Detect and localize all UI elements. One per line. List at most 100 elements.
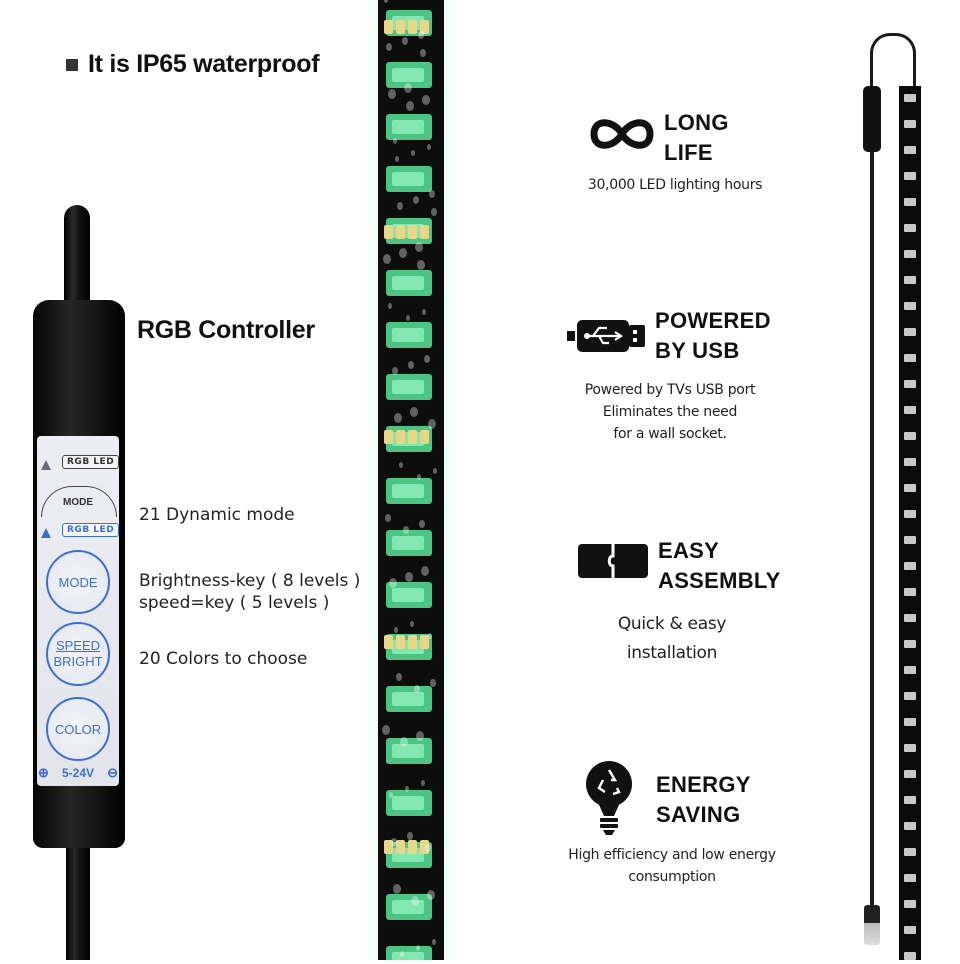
- energy-saving-desc: High efficiency and low energy consumpti…: [568, 847, 776, 885]
- strip-detail: [392, 484, 424, 498]
- strip-detail: [386, 43, 392, 51]
- strip-detail: [396, 20, 405, 34]
- strip-detail: [421, 566, 429, 576]
- right-strip-led: [904, 224, 916, 232]
- strip-detail: [396, 673, 402, 681]
- strip-detail: [392, 120, 424, 134]
- strip-detail: [424, 355, 430, 363]
- warning-triangle-blue-icon: [40, 524, 52, 543]
- easy-assembly-title: EASY ASSEMBLY: [658, 536, 781, 596]
- strip-detail: [392, 692, 424, 706]
- strip-detail: [396, 840, 405, 854]
- strip-detail: [384, 430, 393, 444]
- strip-detail: [396, 225, 405, 239]
- speed-bright-button[interactable]: SPEED BRIGHT: [46, 622, 110, 686]
- strip-detail: [406, 315, 410, 321]
- strip-detail: [392, 744, 424, 758]
- mode-key-label: MODE: [63, 497, 93, 508]
- strip-detail: [392, 536, 424, 550]
- right-strip-led: [904, 328, 916, 336]
- strip-detail: [393, 138, 397, 144]
- waterproof-headline: It is IP65 waterproof: [66, 50, 320, 79]
- strip-detail: [394, 413, 402, 423]
- strip-detail: [392, 952, 424, 964]
- strip-detail: [416, 731, 424, 741]
- controller-cable-bottom: [66, 845, 90, 960]
- strip-detail: [425, 844, 431, 852]
- strip-detail: [420, 840, 429, 854]
- feature-dynamic-mode: 21 Dynamic mode: [139, 505, 295, 525]
- strip-detail: [392, 367, 398, 375]
- tag-rgb-led-mid: RGB LED: [62, 523, 120, 537]
- warning-triangle-icon: [40, 456, 52, 475]
- right-strip-led: [904, 172, 916, 180]
- strip-detail: [418, 31, 424, 39]
- right-strip-led: [904, 848, 916, 856]
- strip-detail: [433, 468, 437, 474]
- right-strip-led: [904, 120, 916, 128]
- strip-detail: [420, 49, 426, 57]
- right-strip-led: [904, 718, 916, 726]
- strip-detail: [402, 37, 408, 45]
- right-strip-led: [904, 406, 916, 414]
- plus-circle-icon: ⊕: [38, 765, 49, 780]
- strip-detail: [392, 328, 424, 342]
- feature-speed-key: speed=key ( 5 levels ): [139, 593, 330, 613]
- right-strip-led: [904, 302, 916, 310]
- strip-detail: [404, 83, 412, 93]
- strip-detail: [428, 633, 432, 639]
- strip-detail: [415, 242, 423, 252]
- strip-detail: [420, 20, 429, 34]
- right-strip-led: [904, 692, 916, 700]
- strip-detail: [384, 225, 393, 239]
- led-strip: [378, 0, 444, 964]
- lightbulb-recycle-icon: [584, 758, 634, 840]
- strip-detail: [392, 380, 424, 394]
- strip-detail: [399, 462, 403, 468]
- strip-detail: [384, 0, 388, 3]
- strip-detail: [403, 526, 409, 534]
- strip-detail: [411, 150, 415, 156]
- strip-detail: [392, 796, 424, 810]
- strip-detail: [392, 276, 424, 290]
- strip-detail: [392, 588, 424, 602]
- strip-detail: [388, 303, 392, 309]
- strip-detail: [408, 635, 417, 649]
- strip-detail: [392, 900, 424, 914]
- long-life-title-line2: LIFE: [664, 140, 713, 165]
- right-strip-led: [904, 822, 916, 830]
- feature-brightness-key: Brightness-key ( 8 levels ): [139, 571, 361, 591]
- strip-detail: [419, 520, 425, 528]
- headline-text: It is IP65 waterproof: [88, 50, 320, 78]
- strip-detail: [408, 840, 417, 854]
- strip-detail: [411, 896, 419, 906]
- inline-switch[interactable]: [863, 86, 881, 152]
- strip-detail: [421, 780, 425, 786]
- easy-assembly-desc: Quick & easy installation: [617, 614, 727, 663]
- strip-detail: [384, 635, 393, 649]
- strip-detail: [400, 951, 404, 957]
- right-strip-led: [904, 510, 916, 518]
- long-life-title: LONG LIFE: [664, 108, 729, 168]
- rgb-controller-title: RGB Controller: [137, 316, 315, 344]
- assembly-title-line1: EASY: [658, 538, 720, 563]
- assembly-title-line2: ASSEMBLY: [658, 568, 781, 593]
- strip-detail: [432, 939, 436, 945]
- right-strip-led: [904, 146, 916, 154]
- strip-detail: [396, 430, 405, 444]
- usb-plug-icon: [864, 905, 880, 945]
- strip-detail: [389, 578, 397, 588]
- strip-detail: [427, 144, 431, 150]
- color-button[interactable]: COLOR: [46, 697, 110, 761]
- right-strip-led: [904, 952, 916, 960]
- mode-button[interactable]: MODE: [46, 550, 110, 614]
- voltage-label: 5-24V: [61, 766, 95, 780]
- puzzle-icon: [578, 544, 648, 582]
- strip-detail: [430, 679, 436, 687]
- right-strip-led: [904, 276, 916, 284]
- strip-detail: [406, 101, 414, 111]
- right-strip-led: [904, 484, 916, 492]
- feature-colors: 20 Colors to choose: [139, 649, 308, 669]
- energy-title-line1: ENERGY: [656, 772, 751, 797]
- strip-detail: [405, 572, 413, 582]
